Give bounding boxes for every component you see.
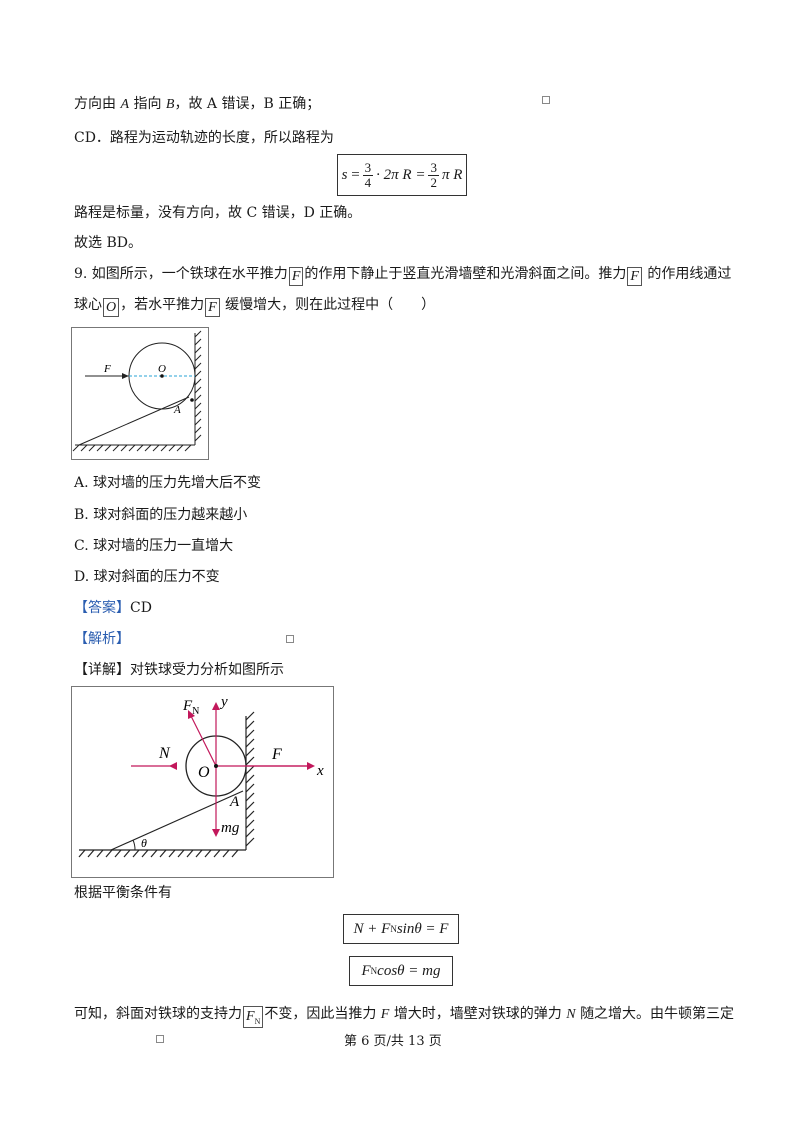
text: 的作用线通过: [647, 266, 732, 282]
force-analysis-figure: FN y N F x O A mg θ: [71, 686, 334, 878]
label-F: F: [103, 363, 111, 375]
formula-part: sinθ = F: [396, 920, 449, 937]
formula-part: N + F: [353, 920, 391, 937]
symbol-FN: FN: [243, 1006, 264, 1028]
option-a: A. 球对墙的压力先增大后不变: [74, 475, 262, 491]
text: 不变，因此当推力: [264, 1006, 377, 1022]
text: 指向: [133, 96, 162, 112]
point-label: B: [165, 97, 175, 112]
answer-line: 【答案】CD: [74, 598, 152, 618]
figure-question-9: F O A: [71, 327, 209, 460]
formula-part: · 2π R =: [376, 166, 426, 183]
option-c: C. 球对墙的压力一直增大: [74, 538, 234, 554]
label-y-axis: y: [219, 694, 228, 710]
label-O: O: [158, 363, 166, 375]
formula-subscript: N: [370, 966, 378, 976]
anchor-marker: [542, 96, 550, 104]
point-label: A: [120, 97, 130, 112]
numerator: 3: [362, 159, 374, 176]
label-A: A: [229, 794, 240, 810]
formula-subscript: N: [390, 924, 397, 934]
incline-line: [78, 396, 190, 446]
text: 方向由: [74, 96, 116, 112]
denominator: 2: [430, 174, 437, 190]
label-F: F: [271, 746, 282, 763]
center-dot: [160, 374, 164, 378]
option-b: B. 球对斜面的压力越来越小: [74, 507, 248, 523]
formula-part: F: [361, 962, 371, 979]
symbol-F: F: [627, 267, 642, 286]
text: 的作用下静止于竖直光滑墙壁和光滑斜面之间。推力: [304, 266, 627, 282]
anchor-marker: [286, 635, 294, 643]
text-line: 根据平衡条件有: [74, 885, 172, 901]
text: 9. 如图所示，一个铁球在水平推力: [74, 266, 288, 282]
symbol-F: F: [288, 267, 304, 286]
label-FN: FN: [182, 698, 199, 717]
text-line: CD．路程为运动轨迹的长度，所以路程为: [74, 130, 334, 146]
detail-line: 【详解】对铁球受力分析如图所示: [74, 660, 284, 680]
answer-tag: 【答案】: [74, 600, 130, 616]
detail-tag: 【详解】: [74, 662, 130, 678]
symbol-F: F: [205, 298, 220, 317]
text: ，故 A 错误，B 正确；: [174, 96, 321, 112]
text: 对铁球受力分析如图所示: [130, 662, 284, 678]
label-x-axis: x: [316, 763, 324, 779]
anchor-marker: [156, 1035, 164, 1043]
contact-point-dot: [190, 398, 194, 402]
symbol-N: N: [566, 1007, 576, 1022]
text: 球心: [74, 297, 102, 313]
denominator: 4: [364, 174, 372, 190]
formula-part: s: [341, 166, 348, 183]
text: 随之增大。由牛顿第三定: [580, 1006, 735, 1022]
text: 可知，斜面对铁球的支持力: [74, 1006, 242, 1022]
option-d: D. 球对斜面的压力不变: [74, 569, 220, 585]
page-footer: 第 6 页/共 13 页: [344, 1034, 442, 1049]
label-theta: θ: [141, 836, 147, 850]
angle-arc: [132, 839, 136, 851]
text: 缓慢增大，则在此过程中（ ）: [225, 297, 436, 313]
symbol-F: F: [380, 1007, 390, 1022]
formula-part: =: [351, 166, 360, 183]
label-A: A: [173, 404, 181, 416]
text: 增大时，墙壁对铁球的弹力: [393, 1006, 562, 1022]
analysis-tag: 【解析】: [74, 631, 130, 647]
answer-value: CD: [130, 600, 152, 616]
formula-part: π R: [441, 166, 463, 183]
label-N: N: [158, 745, 171, 762]
text: ，若水平推力: [120, 297, 205, 313]
numerator: 3: [428, 159, 439, 176]
text-line: 方向由 A 指向 B，故 A 错误，B 正确；: [74, 94, 320, 115]
label-mg: mg: [221, 820, 240, 836]
center-dot: [214, 764, 218, 768]
text-line: 路程是标量，没有方向，故 C 错误，D 正确。: [74, 205, 362, 221]
label-O: O: [198, 764, 210, 781]
text-line: 故选 BD。: [74, 235, 142, 251]
symbol-O: O: [103, 298, 120, 317]
formula-part: cosθ = mg: [377, 962, 441, 979]
